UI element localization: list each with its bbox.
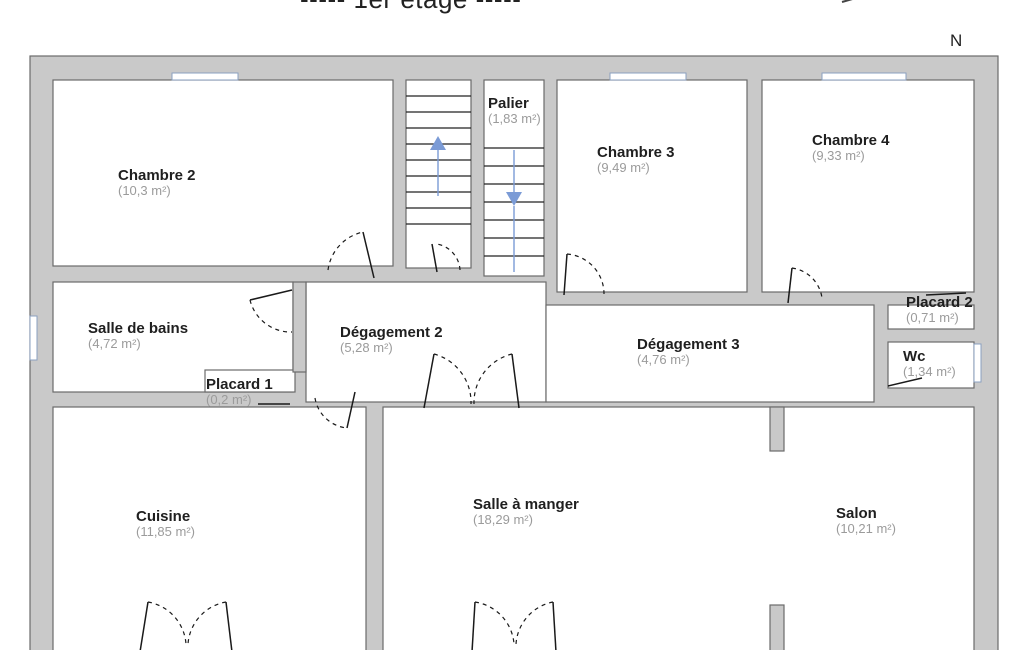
compass-arrow-icon [841,0,853,3]
room-placard-2 [887,304,975,330]
room-label-cuisine: Cuisine (11,85 m²) [136,508,195,540]
room-label-chambre-2: Chambre 2 (10,3 m²) [118,167,196,199]
window [171,72,239,81]
room-name: Chambre 2 [118,167,196,184]
door-placard-2 [925,292,967,296]
door-double-salle-a-manger-exterior [471,601,557,650]
room-name: Cuisine [136,508,191,525]
room-area: (10,3 m²) [118,183,171,199]
wall-segment [292,281,307,373]
arrow-up-icon [430,136,446,150]
room-label-wc: Wc (1,34 m²) [903,348,956,380]
room-area: (10,21 m²) [836,521,896,537]
arrow-down-icon [506,192,522,206]
room-area: (11,85 m²) [136,524,195,540]
room-name: Salle à manger [473,496,579,513]
room-salle-a-manger [382,406,975,650]
room-label-degagement-2: Dégagement 2 (5,28 m²) [340,324,443,356]
stairs-down [484,147,544,272]
room-chambre-4 [761,79,975,293]
room-label-chambre-4: Chambre 4 (9,33 m²) [812,132,890,164]
door-wc [887,377,923,387]
floor-title: ----- 1er étage ----- [300,0,521,15]
door-chambre-2 [327,231,375,279]
room-name: Dégagement 3 [637,336,740,353]
room-name: Chambre 4 [812,132,890,149]
room-area: (5,28 m²) [340,340,393,356]
room-area: (1,83 m²) [488,111,541,127]
door-double-cuisine-exterior [139,601,233,650]
room-area: (4,76 m²) [637,352,690,368]
window [821,72,907,81]
room-name: Salon [836,505,877,522]
room-label-salle-de-bains: Salle de bains (4,72 m²) [88,320,188,352]
room-name: Placard 2 [906,294,973,311]
room-degagement-3 [545,304,875,403]
room-area: (18,29 m²) [473,512,533,528]
room-label-salon: Salon (10,21 m²) [836,505,896,537]
room-area: (4,72 m²) [88,336,141,352]
room-area: (0,2 m²) [206,392,252,408]
room-cuisine [52,406,367,650]
room-degagement-2 [305,281,547,403]
room-area: (0,71 m²) [906,310,959,326]
room-label-chambre-3: Chambre 3 (9,49 m²) [597,144,675,176]
wall-pillar [769,406,785,452]
north-indicator: N [950,31,963,50]
room-label-salle-a-manger: Salle à manger (18,29 m²) [473,496,579,528]
room-area: (9,33 m²) [812,148,865,164]
room-name: Salle de bains [88,320,189,337]
room-placard-1 [204,369,296,393]
room-wc [887,341,975,389]
window [29,315,38,361]
room-area: (1,34 m²) [903,364,956,380]
room-label-palier: Palier (1,83 m²) [488,95,541,127]
door-cuisine [314,391,356,429]
room-label-placard-2: Placard 2 (0,71 m²) [906,294,973,326]
stairs-up [406,95,471,225]
room-name: Dégagement 2 [340,324,443,341]
wall-pillar [769,604,785,650]
room-name: Wc [903,348,926,365]
room-area: (9,49 m²) [597,160,650,176]
room-label-degagement-3: Dégagement 3 (4,76 m²) [637,336,740,368]
window [973,343,982,383]
door-chambre-4 [787,267,823,304]
door-stair [431,243,461,273]
room-label-placard-1: Placard 1 (0,2 m²) [206,376,273,408]
room-name: Chambre 3 [597,144,675,161]
door-salle-de-bains [249,289,293,333]
room-chambre-2 [52,79,394,267]
room-name: Palier [488,95,529,112]
door-chambre-3 [563,253,605,296]
window [609,72,687,81]
door-double-salle-a-manger [423,353,520,409]
room-name: Placard 1 [206,376,273,393]
